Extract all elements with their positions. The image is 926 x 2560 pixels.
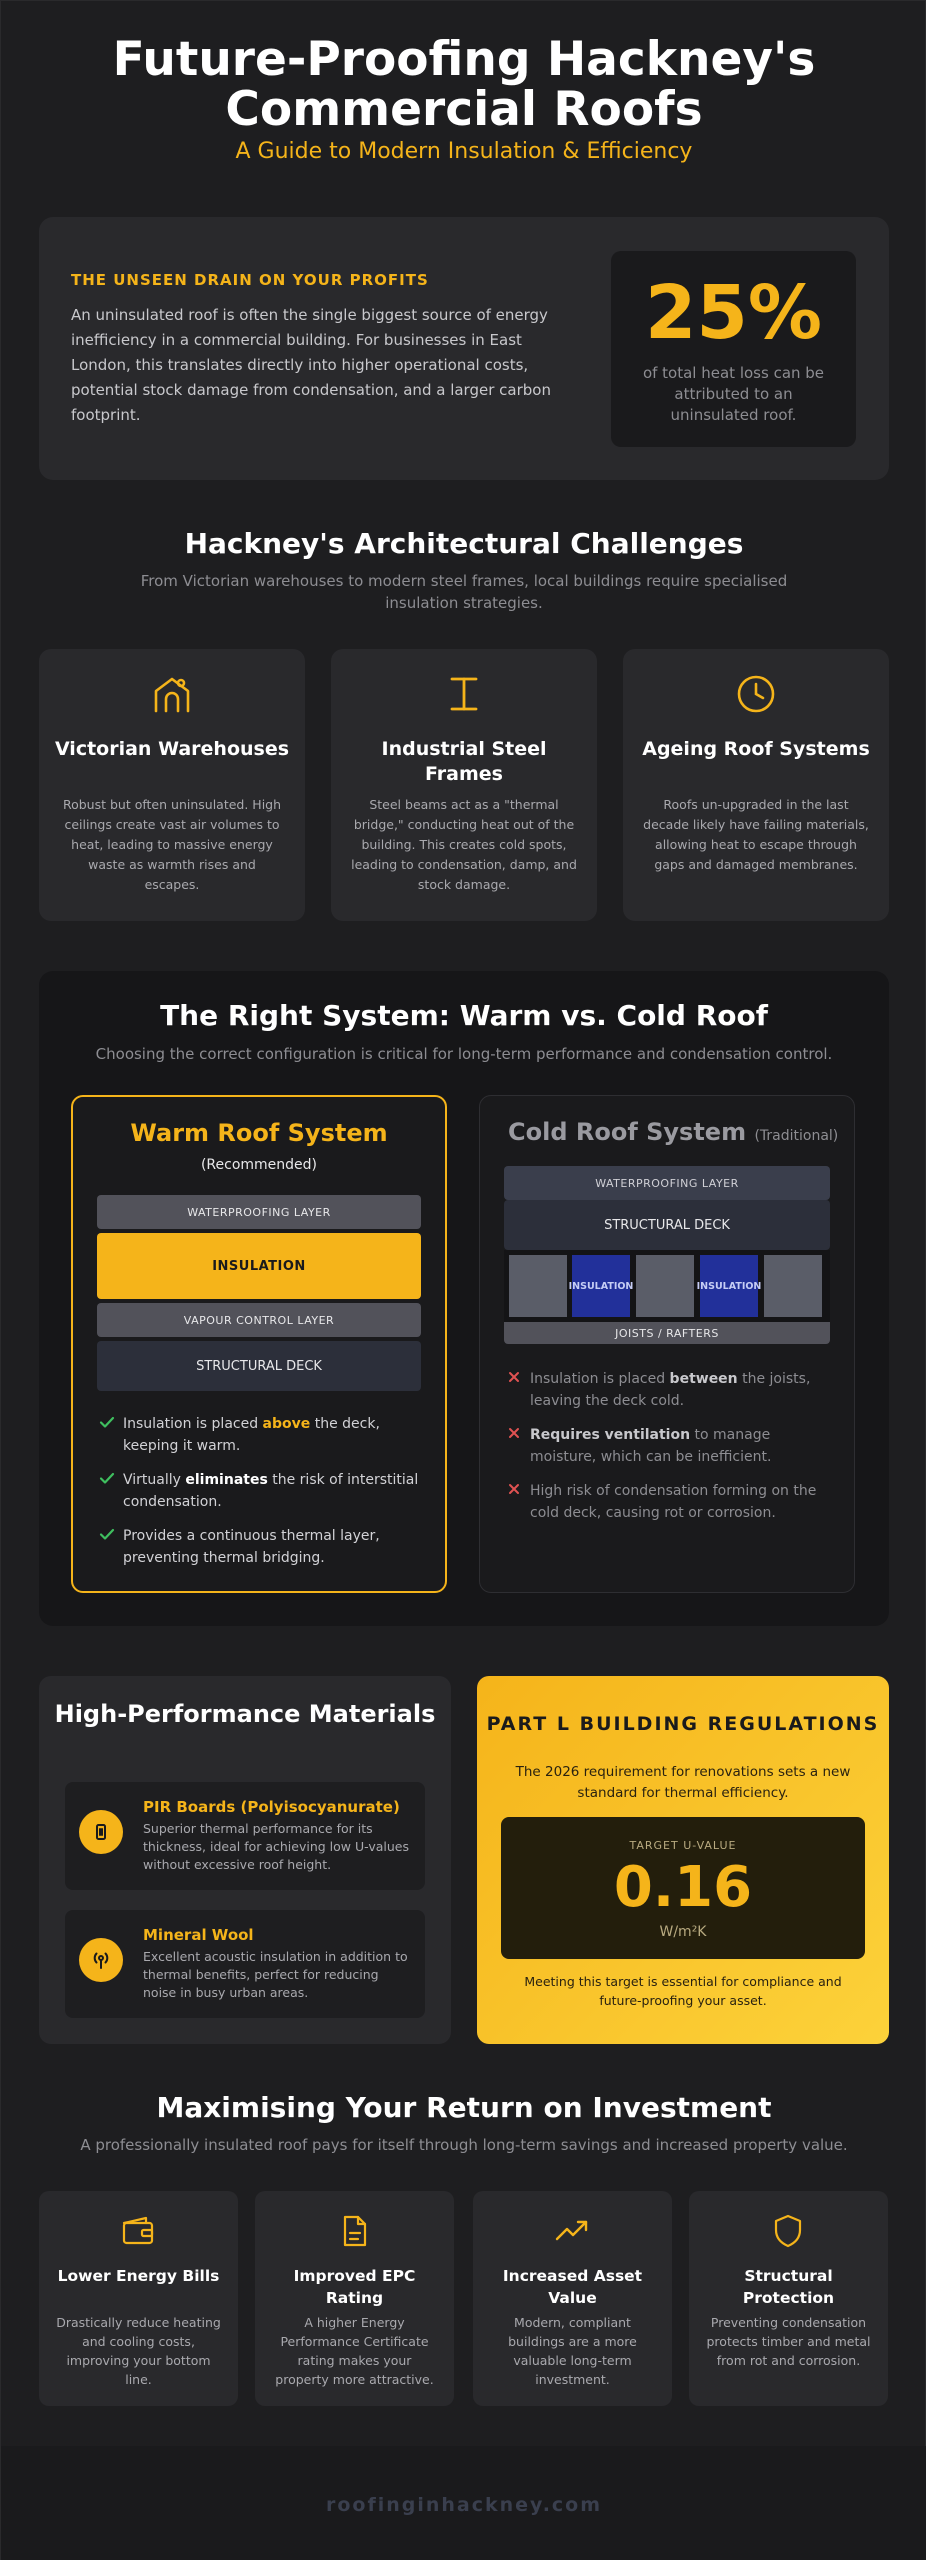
footer-site[interactable]: roofinginhackney.com	[325, 2494, 603, 2516]
roi-title: Increased Asset Value	[502, 2267, 643, 2307]
cold-layer-structural-deck: STRUCTURAL DECK	[504, 1200, 830, 1250]
document-icon	[343, 2215, 367, 2247]
roof-systems-section: The Right System: Warm vs. Cold Roof Cho…	[39, 971, 889, 1626]
cold-layer-joists-label: JOISTS / RAFTERS	[504, 1322, 830, 1344]
shield-icon	[774, 2214, 802, 2248]
check-icon	[99, 1528, 115, 1540]
challenge-card-victorian: Victorian Warehouses Robust but often un…	[39, 649, 305, 921]
sound-wave-icon	[79, 1938, 123, 1982]
materials-heading: High-Performance Materials	[54, 1700, 436, 1728]
list-item: Insulation is placed above the deck, kee…	[99, 1413, 429, 1457]
warm-layer-vapour-control: VAPOUR CONTROL LAYER	[97, 1303, 421, 1337]
warm-layer-waterproofing: WATERPROOFING LAYER	[97, 1195, 421, 1229]
cold-roof-drawbacks: Insulation is placed between the joists,…	[506, 1368, 836, 1536]
challenge-card-ageing: Ageing Roof Systems Roofs un-upgraded in…	[623, 649, 889, 921]
check-icon	[99, 1416, 115, 1428]
material-title: Mineral Wool	[143, 1926, 254, 1944]
material-title: PIR Boards (Polyisocyanurate)	[143, 1798, 400, 1816]
list-item: Virtually eliminates the risk of interst…	[99, 1469, 429, 1513]
challenge-body: Roofs un-upgraded in the last decade lik…	[643, 797, 869, 872]
joist	[636, 1255, 694, 1317]
page-title: Future-Proofing Hackney's Commercial Roo…	[112, 32, 816, 137]
roi-card-energy-bills: Lower Energy Bills Drastically reduce he…	[39, 2191, 238, 2406]
list-item: Provides a continuous thermal layer, pre…	[99, 1525, 429, 1569]
material-item-pir: PIR Boards (Polyisocyanurate) Superior t…	[65, 1782, 425, 1890]
material-body: Excellent acoustic insulation in additio…	[143, 1949, 408, 2000]
page-subtitle: A Guide to Modern Insulation & Efficienc…	[235, 139, 693, 164]
intro-card: THE UNSEEN DRAIN ON YOUR PROFITS An unin…	[39, 217, 889, 480]
roi-description: A professionally insulated roof pays for…	[80, 2136, 848, 2154]
materials-card: High-Performance Materials PIR Boards (P…	[39, 1676, 451, 2044]
joist	[764, 1255, 822, 1317]
challenge-title: Victorian Warehouses	[54, 738, 290, 760]
target-value: 0.16	[613, 1855, 753, 1920]
roi-card-epc: Improved EPC Rating A higher Energy Perf…	[255, 2191, 454, 2406]
intro-body: An uninsulated roof is often the single …	[71, 306, 551, 424]
trend-up-icon	[555, 2220, 588, 2241]
part-l-body: The 2026 requirement for renovations set…	[515, 1764, 851, 1801]
stat-caption: of total heat loss can be attributed to …	[642, 364, 825, 424]
roi-body: Preventing condensation protects timber …	[706, 2315, 871, 2368]
challenges-heading: Hackney's Architectural Challenges	[184, 527, 744, 560]
intro-kicker: THE UNSEEN DRAIN ON YOUR PROFITS	[71, 271, 429, 289]
roi-card-structural: Structural Protection Preventing condens…	[689, 2191, 888, 2406]
roi-title: Structural Protection	[742, 2267, 835, 2307]
list-item: Insulation is placed between the joists,…	[506, 1368, 836, 1412]
challenge-body: Steel beams act as a "thermal bridge," c…	[351, 797, 577, 892]
warm-roof-benefits: Insulation is placed above the deck, kee…	[99, 1413, 429, 1581]
challenge-title: Ageing Roof Systems	[642, 738, 870, 760]
roi-title: Improved EPC Rating	[293, 2267, 416, 2307]
challenge-title: Industrial Steel Frames	[381, 738, 547, 785]
footer: roofinginhackney.com	[1, 2446, 926, 2560]
battery-icon	[79, 1810, 123, 1854]
warm-layer-insulation: INSULATION	[97, 1233, 421, 1299]
warm-roof-panel: Warm Roof System (Recommended) WATERPROO…	[71, 1095, 447, 1593]
list-item: Requires ventilation to manage moisture,…	[506, 1424, 836, 1468]
material-body: Superior thermal performance for its thi…	[143, 1821, 409, 1872]
part-l-card: PART L BUILDING REGULATIONS The 2026 req…	[477, 1676, 889, 2044]
stat-value: 25%	[644, 270, 823, 356]
cross-icon	[509, 1428, 519, 1438]
target-unit: W/m²K	[659, 1924, 707, 1940]
joist	[509, 1255, 567, 1317]
systems-heading: The Right System: Warm vs. Cold Roof	[160, 999, 768, 1032]
cold-insulation-block: INSULATION	[569, 1255, 633, 1317]
clock-icon	[737, 675, 775, 713]
cold-roof-title: Cold Roof System (Traditional)	[508, 1118, 839, 1146]
challenge-card-steel: Industrial Steel Frames Steel beams act …	[331, 649, 597, 921]
house-icon	[154, 677, 190, 713]
warm-roof-tag: (Recommended)	[200, 1157, 318, 1173]
i-beam-icon	[450, 677, 478, 711]
cold-roof-panel: Cold Roof System (Traditional) WATERPROO…	[479, 1095, 855, 1593]
list-item: High risk of condensation forming on the…	[506, 1480, 836, 1524]
roi-body: Drastically reduce heating and cooling c…	[56, 2315, 221, 2387]
warm-roof-title: Warm Roof System	[130, 1119, 388, 1147]
roi-heading: Maximising Your Return on Investment	[156, 2091, 772, 2124]
roi-card-asset-value: Increased Asset Value Modern, compliant …	[473, 2191, 672, 2406]
heat-loss-stat: 25% of total heat loss can be attributed…	[611, 251, 856, 447]
cross-icon	[509, 1484, 519, 1494]
cross-icon	[509, 1372, 519, 1382]
cold-layer-waterproofing: WATERPROOFING LAYER	[504, 1166, 830, 1200]
part-l-heading: PART L BUILDING REGULATIONS	[486, 1713, 880, 1735]
roi-title: Lower Energy Bills	[57, 2267, 220, 2285]
wallet-icon	[122, 2216, 154, 2245]
roi-body: Modern, compliant buildings are a more v…	[508, 2315, 637, 2387]
challenges-description: From Victorian warehouses to modern stee…	[140, 572, 788, 612]
target-label: TARGET U-VALUE	[629, 1839, 737, 1852]
target-u-value-box: TARGET U-VALUE 0.16 W/m²K	[501, 1817, 865, 1959]
cold-layer-joist-cavity: INSULATION INSULATION	[504, 1250, 830, 1322]
cold-insulation-block: INSULATION	[697, 1255, 761, 1317]
roi-body: A higher Energy Performance Certificate …	[275, 2315, 434, 2387]
part-l-footnote: Meeting this target is essential for com…	[524, 1974, 842, 2008]
challenge-body: Robust but often uninsulated. High ceili…	[62, 797, 282, 892]
systems-description: Choosing the correct configuration is cr…	[95, 1045, 833, 1063]
cold-roof-tag: (Traditional)	[754, 1128, 839, 1144]
check-icon	[99, 1472, 115, 1484]
material-item-mineral-wool: Mineral Wool Excellent acoustic insulati…	[65, 1910, 425, 2018]
warm-layer-structural-deck: STRUCTURAL DECK	[97, 1341, 421, 1391]
